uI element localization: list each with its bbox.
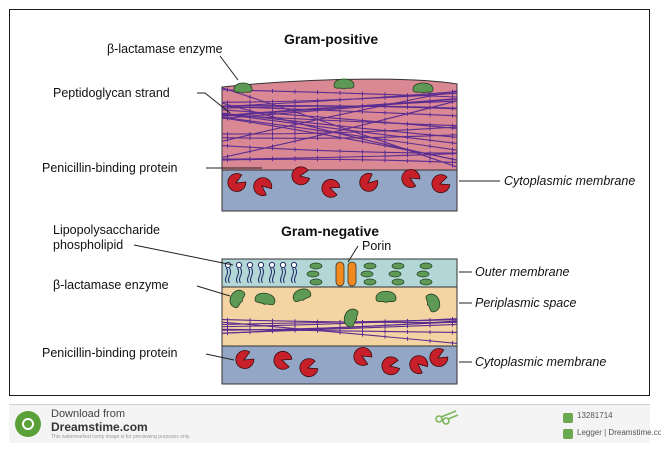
enzyme-shape [413, 83, 433, 93]
enzyme-shape [334, 79, 354, 89]
gn-pbp-label: Penicillin-binding protein [42, 346, 178, 360]
gram-negative-title: Gram-negative [281, 223, 379, 239]
lps-label-line1: Lipopolysaccharide [53, 223, 160, 237]
lipid-head [247, 262, 252, 267]
om-protein [361, 271, 373, 277]
om-protein [307, 271, 319, 277]
gp-peptidoglycan-label: Peptidoglycan strand [53, 86, 170, 100]
lipid-head [280, 262, 285, 267]
scissors-icon [434, 409, 460, 425]
dreamstime-logo-icon [15, 411, 41, 437]
om-protein [392, 279, 404, 285]
om-protein [392, 263, 404, 269]
gram-positive-block [215, 79, 465, 211]
outer-membrane-label: Outer membrane [475, 265, 569, 279]
credit-text: Legger | Dreamstime.com [577, 428, 661, 437]
lipid-head [258, 262, 263, 267]
lps-label-line2: phospholipid [53, 238, 123, 252]
dreamstime-footer: Download from Dreamstime.com This waterm… [9, 404, 650, 443]
gp-pbp-label: Penicillin-binding protein [42, 161, 178, 175]
credit-icon [563, 429, 573, 439]
om-protein [389, 271, 401, 277]
lipid-head [291, 262, 296, 267]
leader-lps [134, 245, 233, 265]
leader-gp-lactamase [220, 56, 238, 80]
gram-negative-block [215, 259, 465, 384]
watermark-note: This watermarked comp image is for previ… [51, 434, 190, 440]
image-id-text: 13281714 [577, 411, 613, 420]
enzyme-shape [234, 83, 252, 93]
gp-beta-lactamase-label: β-lactamase enzyme [107, 42, 223, 56]
gn-cytoplasmic-membrane-label: Cytoplasmic membrane [475, 355, 606, 369]
om-protein [420, 279, 432, 285]
om-protein [364, 263, 376, 269]
dreamstime-site-link[interactable]: Dreamstime.com [51, 420, 148, 434]
om-protein [364, 279, 376, 285]
image-id-icon [563, 413, 573, 423]
porin-label: Porin [362, 239, 391, 253]
om-protein [310, 263, 322, 269]
periplasmic-space-label: Periplasmic space [475, 296, 576, 310]
enzyme-shape [376, 291, 396, 302]
om-protein [417, 271, 429, 277]
gram-positive-title: Gram-positive [284, 31, 378, 47]
lipid-head [269, 262, 274, 267]
gp-cytoplasmic-membrane-label: Cytoplasmic membrane [504, 174, 635, 188]
download-from-text: Download from [51, 408, 125, 420]
bacterial-cell-wall-diagram [0, 0, 661, 400]
om-protein [310, 279, 322, 285]
om-protein [420, 263, 432, 269]
lipid-head [236, 262, 241, 267]
gn-beta-lactamase-label: β-lactamase enzyme [53, 278, 169, 292]
